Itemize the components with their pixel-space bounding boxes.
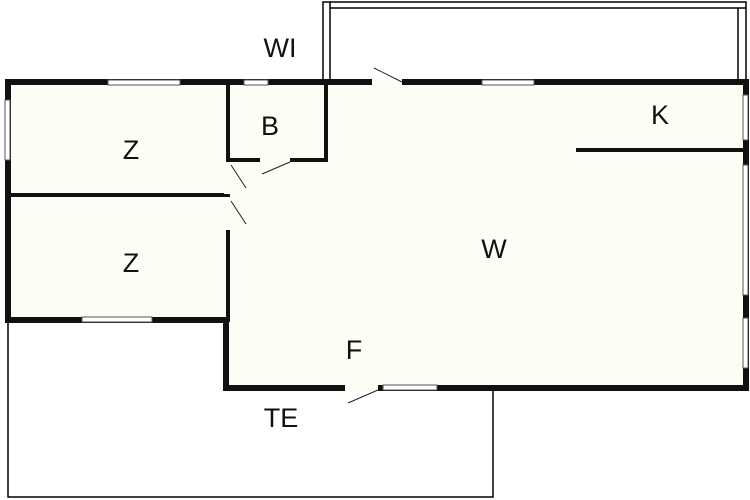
room-label-z-bottom: Z — [123, 248, 140, 278]
room-label-z-top: Z — [123, 135, 140, 165]
window-z-top — [107, 79, 181, 86]
room-label-wi: WI — [264, 33, 297, 63]
room-label-te: TE — [264, 403, 299, 433]
door-leaf-bathroom — [261, 161, 291, 175]
room-label-w: W — [481, 234, 507, 264]
window-left-wall — [4, 99, 11, 161]
window-right-mid — [742, 164, 749, 296]
door-leaf-z-bottom — [230, 200, 247, 225]
window-right-upper — [742, 94, 749, 141]
room-label-f: F — [346, 335, 363, 365]
window-living-bottom — [382, 384, 438, 391]
window-right-lower — [742, 317, 749, 369]
exterior-wall — [5, 79, 749, 391]
door-leaf-wi — [373, 67, 403, 83]
room-label-b: B — [261, 111, 279, 141]
window-living-top — [481, 79, 535, 86]
house-floor — [8, 82, 746, 388]
door-leaf-z-top — [230, 164, 247, 189]
window-bathroom — [243, 79, 269, 86]
room-label-k: K — [651, 100, 669, 130]
window-z-bottom — [81, 316, 153, 323]
door-leaf-front — [347, 389, 379, 404]
wi-area — [322, 1, 747, 83]
